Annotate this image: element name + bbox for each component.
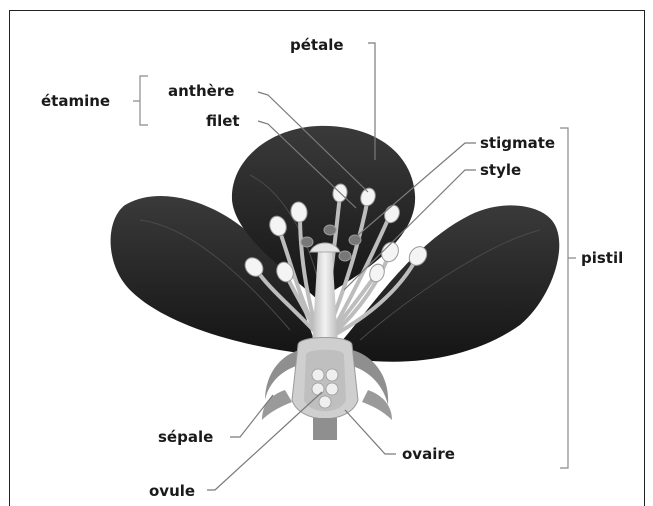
- etamine-bracket: [133, 76, 148, 125]
- pistil-bracket: [560, 128, 576, 468]
- label-etamine: étamine: [41, 92, 110, 110]
- label-ovule: ovule: [149, 482, 195, 500]
- label-sepale: sépale: [158, 428, 213, 446]
- label-pistil: pistil: [581, 249, 623, 267]
- label-filet: filet: [206, 112, 240, 130]
- label-anthere: anthère: [168, 82, 234, 100]
- label-style: style: [480, 161, 521, 179]
- label-ovaire: ovaire: [402, 445, 455, 463]
- label-stigmate: stigmate: [480, 134, 555, 152]
- stem: [313, 418, 337, 440]
- label-petale: pétale: [290, 36, 344, 54]
